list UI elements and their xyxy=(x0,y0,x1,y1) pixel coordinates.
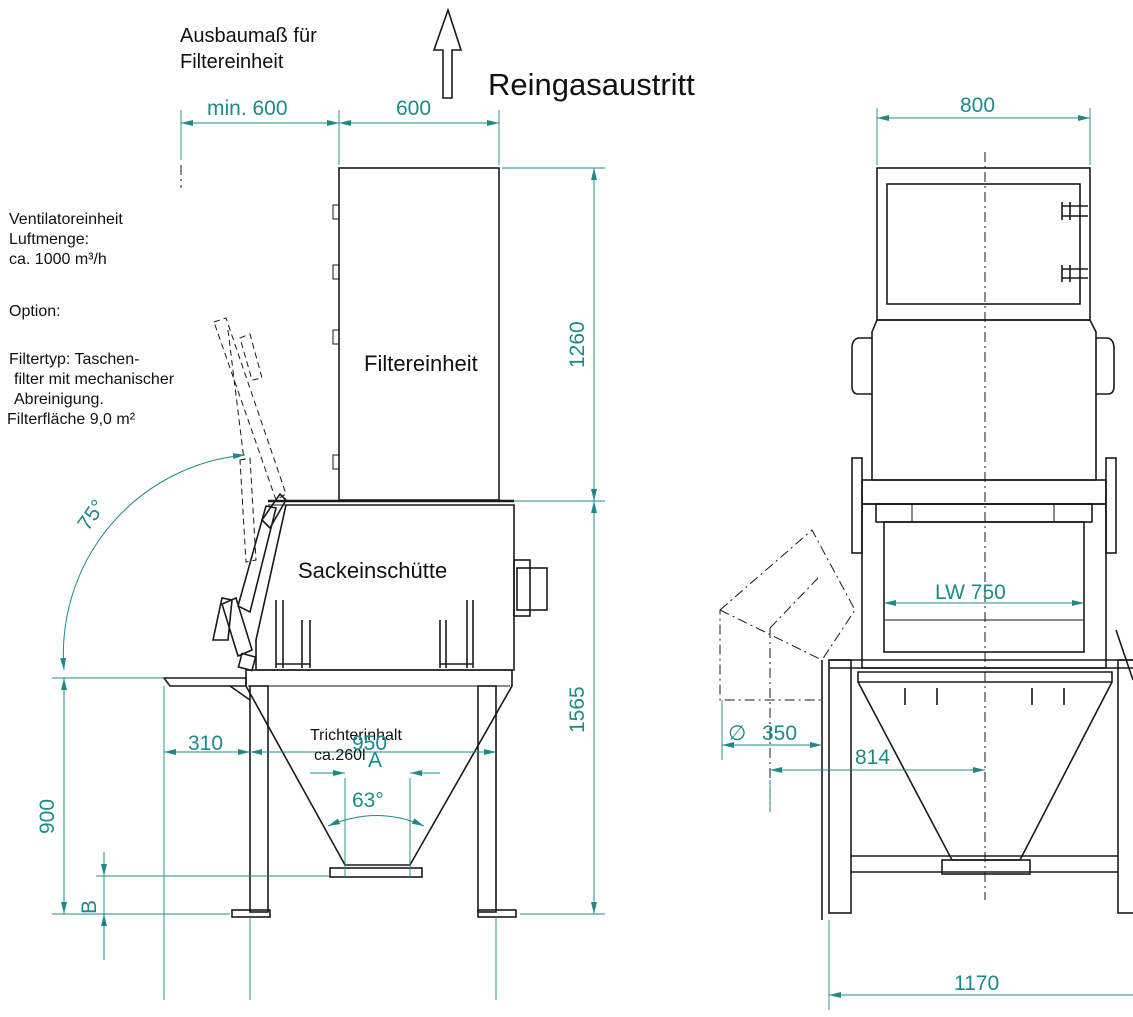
front-hopper-rim xyxy=(857,671,1113,683)
front-hopper-outlet xyxy=(941,859,1031,875)
frame-legs xyxy=(231,685,517,918)
vent-label-3: ca. 1000 m³/h xyxy=(9,251,107,268)
dim-angle-63: 63° xyxy=(352,789,384,812)
ausbaumass-label-1: Ausbaumaß für xyxy=(180,25,317,47)
dim-900: 900 xyxy=(36,799,59,834)
filter-unit-hinges xyxy=(332,204,340,470)
front-inlet-outline xyxy=(719,529,1133,920)
tray-strut xyxy=(229,685,251,701)
dim-1565: 1565 xyxy=(566,686,589,733)
filtertyp-label-3: Abreinigung. xyxy=(14,391,104,408)
front-filter-box xyxy=(876,167,1091,321)
filter-unit-body xyxy=(338,167,500,501)
vent-label-2: Luftmenge: xyxy=(9,231,89,248)
dim-angle-75: 75° xyxy=(73,496,110,535)
front-leg-right xyxy=(1117,659,1133,914)
grate-supports xyxy=(275,600,474,668)
reingas-label: Reingasaustritt xyxy=(488,67,695,102)
vent-label-1: Ventilatoreinheit xyxy=(9,211,123,228)
dim-a: A xyxy=(368,749,382,772)
sackeinschuette-label: Sackeinschütte xyxy=(298,558,447,583)
side-view xyxy=(162,7,548,918)
front-strut-left xyxy=(851,457,863,554)
side-view-dimensions xyxy=(52,110,605,1000)
front-fan-unit xyxy=(871,319,1097,481)
ausbaumass-label-2: Filtereinheit xyxy=(180,51,284,73)
lid-closed xyxy=(212,492,287,672)
front-view xyxy=(719,152,1133,920)
front-leg-left xyxy=(828,659,852,914)
front-filter-door xyxy=(886,183,1081,305)
dim-1260: 1260 xyxy=(566,321,589,368)
filtertyp-label-4: Filterfläche 9,0 m² xyxy=(7,411,136,428)
front-view-dimensions xyxy=(721,108,1133,1010)
dim-950: 950 xyxy=(352,732,387,755)
dim-1170: 1170 xyxy=(954,972,999,995)
front-mid-band xyxy=(861,479,1107,505)
option-label: Option: xyxy=(9,303,61,320)
lid-open xyxy=(213,317,287,563)
dim-b: B xyxy=(78,900,101,914)
dim-800: 800 xyxy=(960,94,995,117)
front-handle-left-icon xyxy=(851,337,872,395)
front-filter-latches xyxy=(1061,202,1088,282)
fan-outlet-flange xyxy=(516,567,548,611)
hopper-outlet-flange xyxy=(329,867,423,878)
dim-310: 310 xyxy=(188,732,223,755)
sack-lid-edge xyxy=(255,504,287,641)
front-sack-opening xyxy=(883,521,1085,653)
front-mid-plate xyxy=(875,503,1093,523)
bag-tray xyxy=(162,677,247,687)
dim-814: 814 xyxy=(855,746,890,769)
annotations: Ausbaumaß für Filtereinheit Reingasaustr… xyxy=(7,25,1006,995)
dim-dia-symbol: ∅ xyxy=(728,722,746,745)
filtertyp-label-1: Filtertyp: Taschen- xyxy=(9,351,139,368)
trichter-label-1: Trichterinhalt xyxy=(310,727,402,744)
dim-600: 600 xyxy=(396,97,431,120)
trichter-label-2: ca.260l xyxy=(314,747,366,764)
dim-dia-350: 350 xyxy=(762,722,797,745)
filtertyp-label-2: filter mit mechanischer xyxy=(14,371,175,388)
outlet-arrow-icon xyxy=(432,7,463,99)
front-handle-right-icon xyxy=(1096,337,1115,395)
front-hopper-ribs xyxy=(904,688,1065,705)
dim-lw-750: LW 750 xyxy=(935,581,1006,604)
filtereinheit-label: Filtereinheit xyxy=(364,351,478,376)
sack-tip-body xyxy=(255,504,515,671)
front-strut-right xyxy=(1105,457,1117,554)
dim-min-600: min. 600 xyxy=(207,97,288,120)
